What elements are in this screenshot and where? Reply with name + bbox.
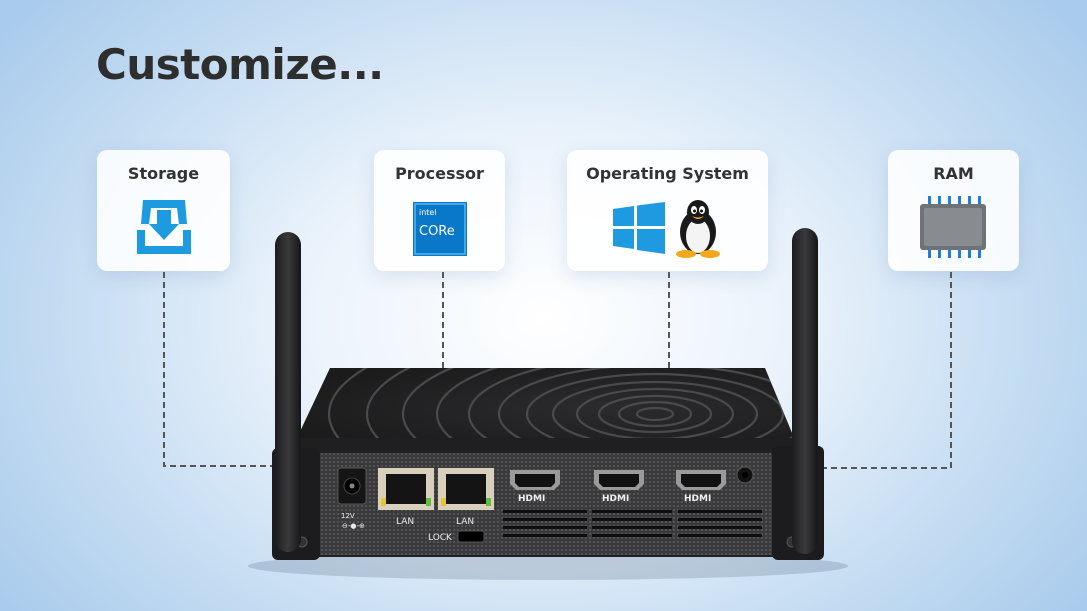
ram-connector — [815, 272, 952, 469]
os-label: Operating System — [586, 164, 749, 183]
intel-brand-text: intel — [419, 208, 437, 217]
windows-icon — [613, 202, 665, 254]
lan-port-2 — [438, 468, 494, 510]
ram-label: RAM — [933, 164, 974, 183]
hdmi2-label: HDMI — [602, 494, 629, 504]
lock-label: LOCK — [428, 533, 453, 543]
page-title: Customize... — [96, 40, 384, 89]
memory-chip-icon — [920, 196, 986, 258]
ram-card[interactable]: RAM — [888, 150, 1019, 271]
left-antenna — [272, 232, 320, 560]
dc-label: 12V — [341, 512, 355, 520]
hdmi1-label: HDMI — [518, 494, 545, 504]
intel-core-icon: intel CORe — [413, 202, 467, 256]
dc-polarity-icon: ⊖-●-⊕ — [342, 522, 365, 530]
intel-core-text: CORe — [419, 224, 455, 239]
storage-card[interactable]: Storage — [97, 150, 230, 271]
os-card[interactable]: Operating System — [567, 150, 768, 271]
storage-label: Storage — [127, 164, 200, 183]
right-antenna — [772, 228, 824, 560]
processor-card[interactable]: Processor intel CORe — [374, 150, 505, 271]
processor-label: Processor — [395, 164, 484, 183]
storage-download-icon — [137, 200, 191, 254]
lan1-label: LAN — [396, 517, 414, 527]
lan2-label: LAN — [456, 517, 474, 527]
lan-port-1 — [378, 468, 434, 510]
hdmi-port-2 — [594, 470, 644, 490]
hdmi3-label: HDMI — [684, 494, 711, 504]
hdmi-port-1 — [510, 470, 560, 490]
hdmi-port-3 — [676, 470, 726, 490]
linux-tux-icon — [676, 200, 720, 258]
storage-connector — [163, 272, 282, 467]
